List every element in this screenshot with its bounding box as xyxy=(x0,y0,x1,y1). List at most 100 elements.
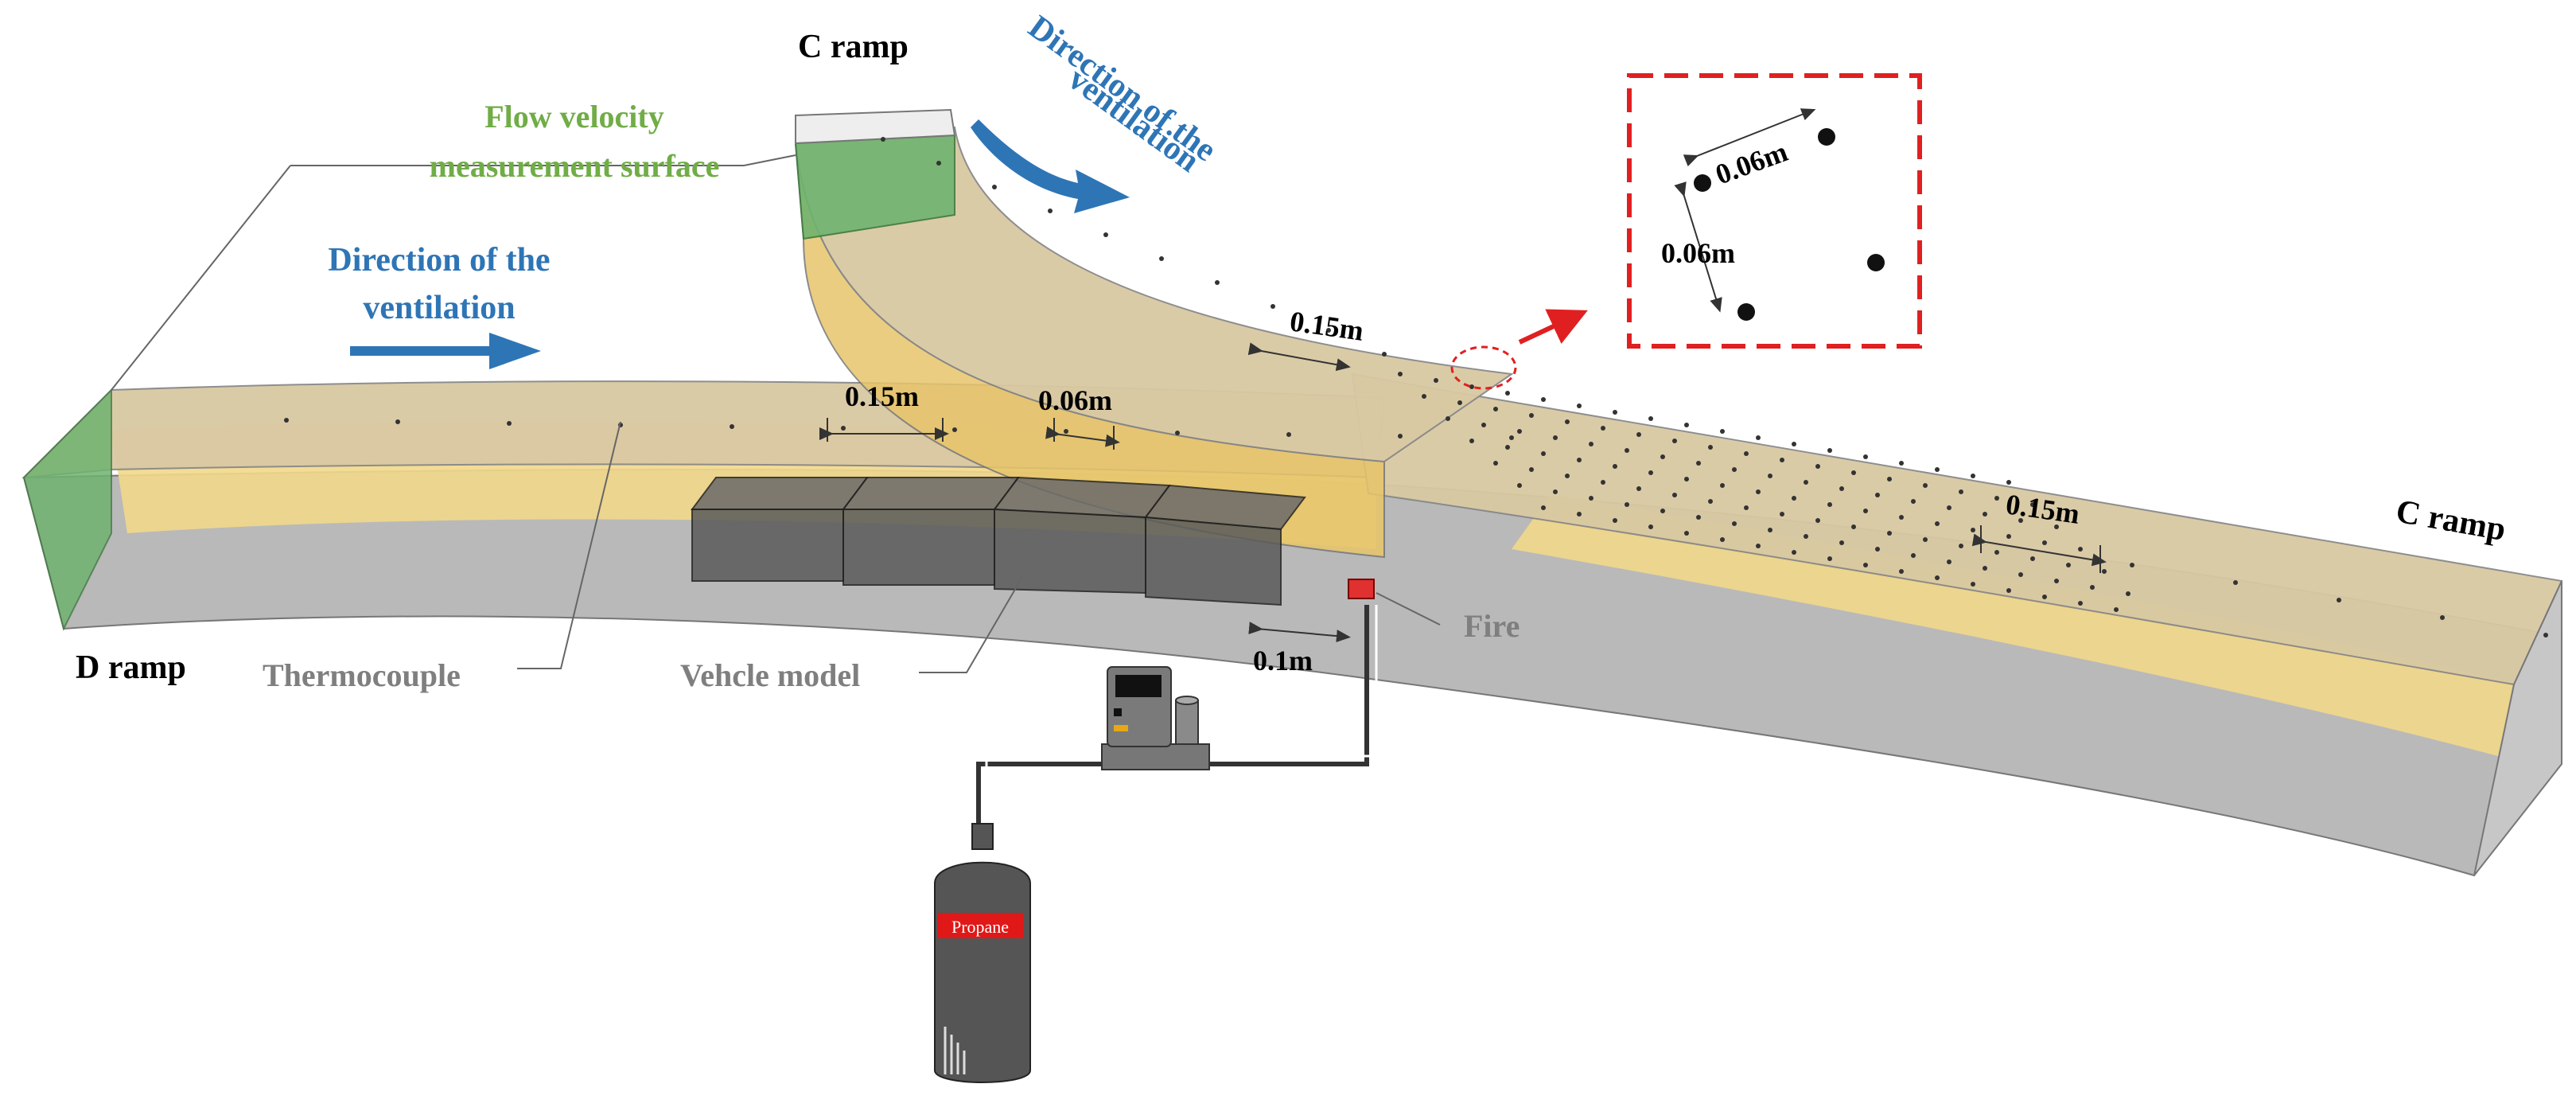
thermocouple-dot xyxy=(284,418,289,423)
c-ramp-end-face xyxy=(2473,580,2562,876)
thermocouple-dot xyxy=(1048,209,1053,213)
thermocouple-dot xyxy=(1768,474,1772,478)
thermocouple-dot xyxy=(1601,426,1605,431)
thermocouple-dot xyxy=(1382,352,1387,357)
thermocouple-dot xyxy=(1923,537,1928,542)
thermocouple-dot xyxy=(395,419,400,424)
inset-pointer-arrow xyxy=(1518,309,1588,345)
thermocouple-dot xyxy=(1887,477,1892,481)
dim-d-006: 0.06m xyxy=(1038,384,1112,416)
thermocouple-dot xyxy=(2042,540,2047,545)
propane-label-bg xyxy=(937,913,1023,938)
thermocouple-dot xyxy=(1971,474,1975,478)
thermocouple-dot xyxy=(1923,483,1928,488)
thermocouple-dot xyxy=(1541,505,1546,510)
thermocouple-dot xyxy=(1756,544,1761,548)
thermocouple-dot xyxy=(1565,474,1570,478)
thermocouple-dot xyxy=(1601,480,1605,485)
thermocouple-dot xyxy=(1827,502,1832,507)
thermocouple-dot xyxy=(1636,432,1641,437)
thermocouple-dot xyxy=(1792,496,1796,501)
flow-controller xyxy=(1101,743,1210,770)
inset-dimensions xyxy=(1674,108,1816,313)
leader-lines xyxy=(111,154,1441,673)
thermocouple-dot xyxy=(1971,528,1975,532)
thermocouple-dot xyxy=(1792,442,1796,446)
thermocouple-dot xyxy=(2126,591,2130,596)
thermocouple-dot xyxy=(1589,496,1593,501)
thermocouple-dot xyxy=(1935,467,1940,472)
thermocouple-dot xyxy=(2054,524,2059,529)
label-propane: Propane xyxy=(951,917,1009,937)
thermocouple-dot xyxy=(1481,423,1486,427)
thermocouple-dot xyxy=(1215,280,1220,285)
thermocouple-dot xyxy=(1577,512,1582,517)
c-ramp-wall xyxy=(1512,493,2514,756)
thermocouple-dot xyxy=(1875,493,1880,497)
thermocouple-dot xyxy=(1398,434,1403,439)
label-flow-line1: Flow velocity xyxy=(484,99,664,135)
thermocouple-dot xyxy=(1899,569,1904,574)
thermocouple-dot xyxy=(1541,451,1546,456)
thermocouple-dot xyxy=(1286,432,1291,437)
thermocouple-dot xyxy=(1732,467,1737,472)
thermocouple-dot xyxy=(1672,439,1677,443)
thermocouple-dot xyxy=(1589,442,1593,446)
thermocouple-dot xyxy=(1103,232,1108,237)
thermocouple-dot xyxy=(936,161,941,166)
thermocouple-dot xyxy=(1983,512,1987,517)
thermocouple-dot xyxy=(1708,445,1713,450)
thermocouple-dot xyxy=(1684,531,1689,536)
thermocouple-dot xyxy=(841,426,846,431)
thermocouple-dot xyxy=(1505,445,1510,450)
thermocouple-dot xyxy=(1398,372,1403,376)
thermocouple-dot xyxy=(1804,480,1808,485)
thermocouple-dot xyxy=(1457,400,1462,405)
thermocouple-dot xyxy=(1660,509,1665,513)
thermocouple-dot xyxy=(1899,515,1904,520)
dimension-markers xyxy=(819,342,2107,643)
thermocouple-dot xyxy=(2090,585,2095,590)
propane-tank xyxy=(934,861,1031,1083)
thermocouple-dot xyxy=(1804,534,1808,539)
thermocouple-dot xyxy=(1636,486,1641,491)
thermocouple-dot xyxy=(507,421,512,426)
label-dir-left-line2: ventilation xyxy=(363,290,515,326)
thermocouple-dot xyxy=(1720,429,1725,434)
thermocouple-dot xyxy=(1971,582,1975,587)
label-dir-left-line1: Direction of the xyxy=(328,242,550,279)
vehicle-model xyxy=(691,476,1306,606)
label-d-ramp: D ramp xyxy=(76,649,186,686)
thermocouple-dot xyxy=(1839,540,1844,545)
dim-d-015: 0.15m xyxy=(845,380,919,412)
label-c-ramp-right: C ramp xyxy=(2393,493,2508,548)
thermocouple-dot xyxy=(952,427,957,432)
upper-c-ramp-ceiling xyxy=(794,126,1514,463)
thermocouple-dot xyxy=(1529,413,1534,418)
thermocouple-dot xyxy=(1625,502,1629,507)
thermocouple-dot xyxy=(1959,489,1963,494)
label-fire: Fire xyxy=(1464,608,1520,644)
thermocouple-dot xyxy=(2440,615,2445,620)
thermocouple-dot xyxy=(1947,505,1951,510)
thermocouple-dot xyxy=(1613,410,1617,415)
dim-fire-01: 0.1m xyxy=(1253,645,1313,676)
thermocouple-dot xyxy=(2006,534,2011,539)
label-thermocouple: Thermocouple xyxy=(263,657,461,693)
thermocouple-dot xyxy=(2233,580,2238,585)
thermocouple-dot xyxy=(1947,559,1951,564)
dim-inset-h: 0.06m xyxy=(1711,135,1792,190)
thermocouple-dot xyxy=(2078,601,2083,606)
inset-box xyxy=(1627,73,1922,349)
thermocouple-dot xyxy=(1708,499,1713,504)
thermocouple-dot xyxy=(1613,518,1617,523)
thermocouple-dot xyxy=(2078,547,2083,552)
thermocouple-dot xyxy=(1720,537,1725,542)
thermocouple-dot xyxy=(1553,435,1558,440)
thermocouple-dot xyxy=(1887,531,1892,536)
ventilation-arrow-top xyxy=(971,119,1130,213)
thermocouple-dot xyxy=(1613,464,1617,469)
thermocouple-dot xyxy=(1625,448,1629,453)
thermocouple-dot xyxy=(1863,509,1868,513)
propane-tank-valve xyxy=(971,823,994,850)
